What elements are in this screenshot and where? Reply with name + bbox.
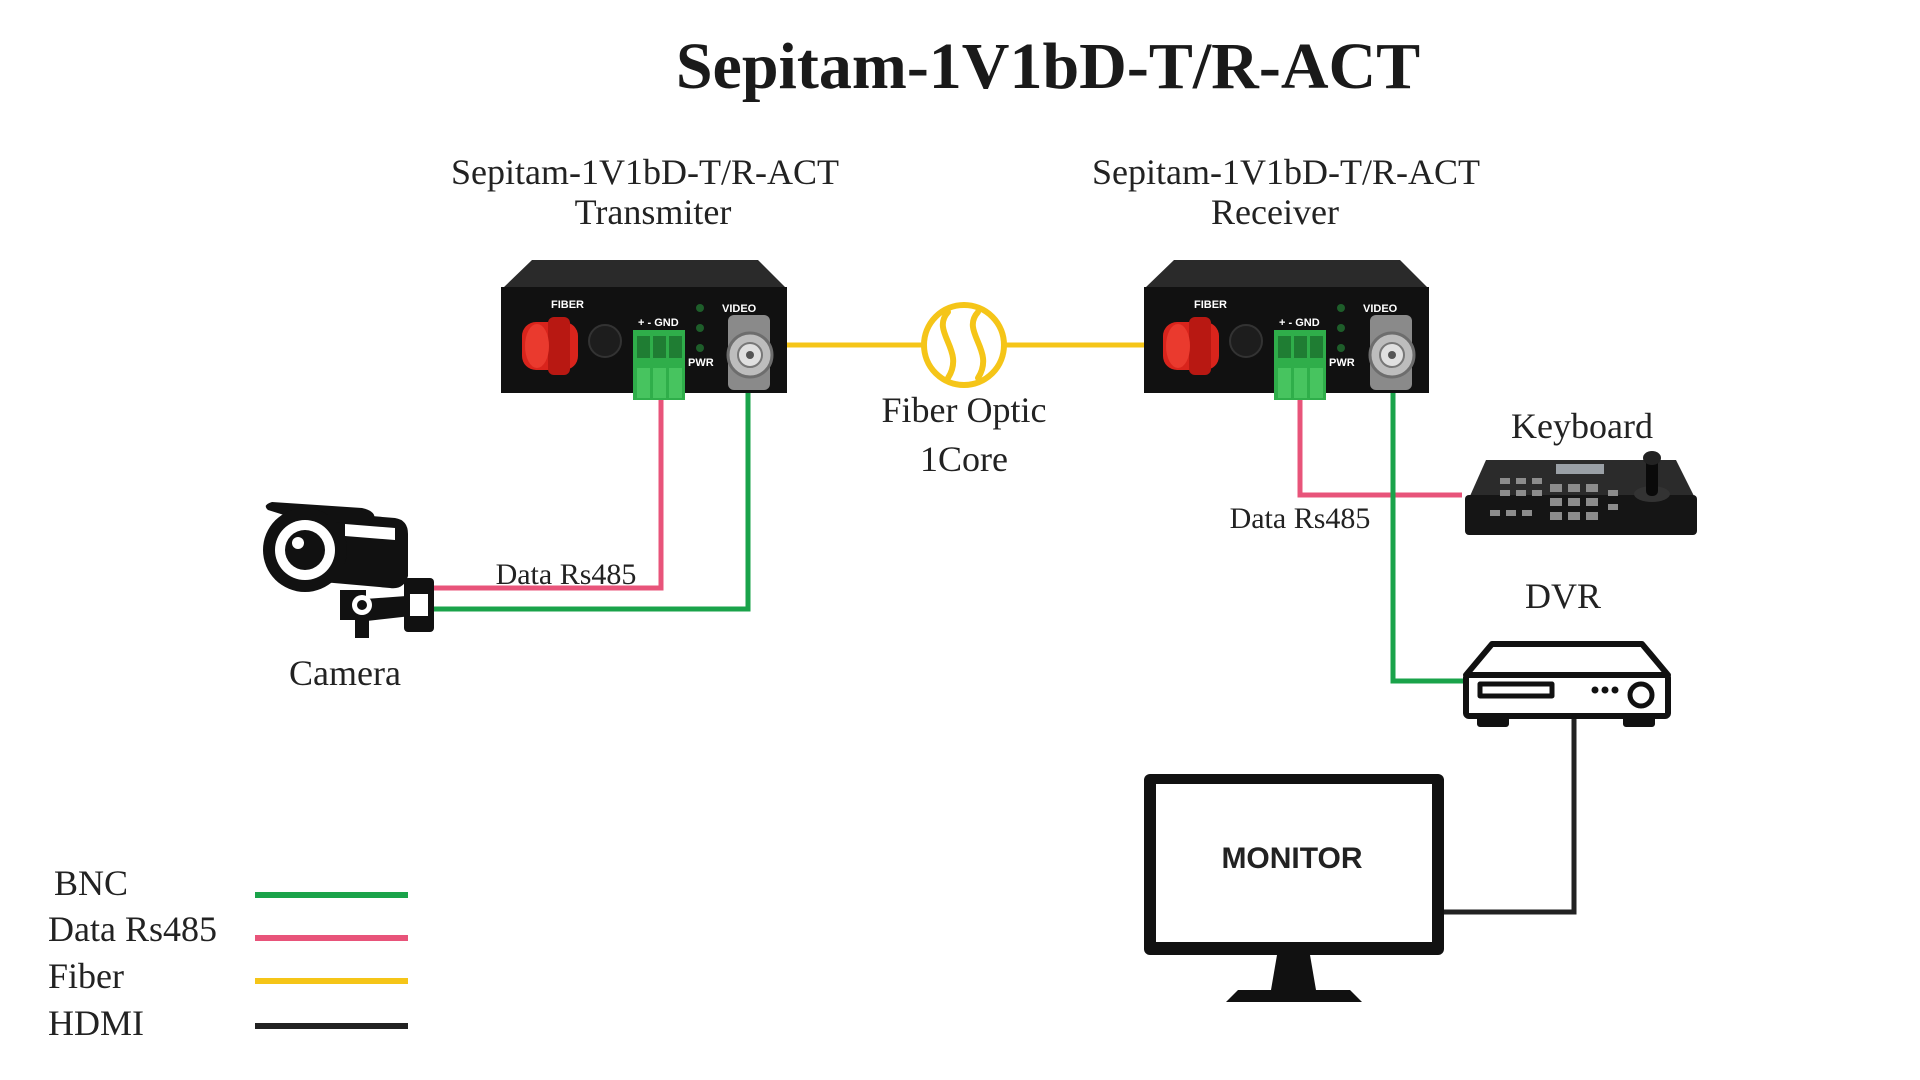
receiver-unit: Sepitam-1V1bD-T/R-ACT Receiver FIBER + -… <box>1092 152 1480 400</box>
rs485-cable-keyboard <box>1297 400 1462 498</box>
dvr-status-dots <box>1591 686 1619 694</box>
hdmi-cable-monitor <box>1444 716 1577 915</box>
legend: BNC Data Rs485 Fiber HDMI <box>48 863 408 1043</box>
receiver-terminal-block: + - GND <box>1274 317 1326 400</box>
ptz-keyboard-icon <box>1465 451 1697 535</box>
dvr-recorder-icon <box>1463 641 1671 727</box>
transmitter-fiber-connector <box>522 317 578 375</box>
receiver-role-label: Receiver <box>1211 192 1339 232</box>
legend-label-hdmi: HDMI <box>48 1003 144 1043</box>
transmitter-bnc-connector <box>726 315 774 390</box>
legend-label-fiber: Fiber <box>48 956 124 996</box>
receiver-top <box>1145 260 1428 288</box>
transmitter-top <box>503 260 786 288</box>
fiber-link-label-line2: 1Core <box>920 439 1008 479</box>
legend-label-rs485: Data Rs485 <box>48 909 217 949</box>
transmitter-video-text: VIDEO <box>722 303 757 315</box>
monitor-icon <box>1144 774 1444 1002</box>
transmitter-unit: Sepitam-1V1bD-T/R-ACT Transmiter FIBER +… <box>451 152 839 400</box>
receiver-bnc-connector <box>1368 315 1416 390</box>
monitor-label: MONITOR <box>1221 842 1362 875</box>
page-title: Sepitam-1V1bD-T/R-ACT <box>676 30 1420 103</box>
receiver-port-dummy <box>1229 324 1263 358</box>
keyboard-label: Keyboard <box>1511 406 1653 446</box>
receiver-fiber-connector <box>1163 317 1219 375</box>
fiber-link-label-line1: Fiber Optic <box>882 390 1047 430</box>
transmitter-led-link <box>696 344 704 352</box>
legend-label-bnc: BNC <box>54 863 128 903</box>
dvr-label: DVR <box>1525 576 1601 616</box>
transmitter-led-video <box>696 304 704 312</box>
svg-text:+ - GND: + - GND <box>1279 317 1320 329</box>
rs485-cable-camera <box>434 400 664 591</box>
receiver-led-link <box>1337 344 1345 352</box>
transmitter-port-dummy <box>588 324 622 358</box>
cctv-camera-icon <box>263 502 434 638</box>
receiver-video-text: VIDEO <box>1363 303 1398 315</box>
receiver-pwr-text: PWR <box>1329 357 1355 369</box>
transmitter-model-label: Sepitam-1V1bD-T/R-ACT <box>451 152 839 192</box>
svg-text:+ - GND: + - GND <box>638 317 679 329</box>
bnc-cable-dvr <box>1390 390 1466 684</box>
transmitter-led-pwr <box>696 324 704 332</box>
transmitter-terminal-block: + - GND <box>633 317 685 400</box>
transmitter-fiber-text: FIBER <box>551 299 584 311</box>
camera-data-label: Data Rs485 <box>496 558 637 591</box>
cables <box>434 342 1577 915</box>
receiver-led-video <box>1337 304 1345 312</box>
receiver-led-pwr <box>1337 324 1345 332</box>
transmitter-pwr-text: PWR <box>688 357 714 369</box>
camera-label: Camera <box>289 653 401 693</box>
keyboard-data-label: Data Rs485 <box>1230 502 1371 535</box>
transmitter-role-label: Transmiter <box>575 192 732 232</box>
bnc-cable-camera <box>434 390 751 612</box>
receiver-model-label: Sepitam-1V1bD-T/R-ACT <box>1092 152 1480 192</box>
fiber-optic-icon <box>921 302 1007 388</box>
receiver-fiber-text: FIBER <box>1194 299 1227 311</box>
